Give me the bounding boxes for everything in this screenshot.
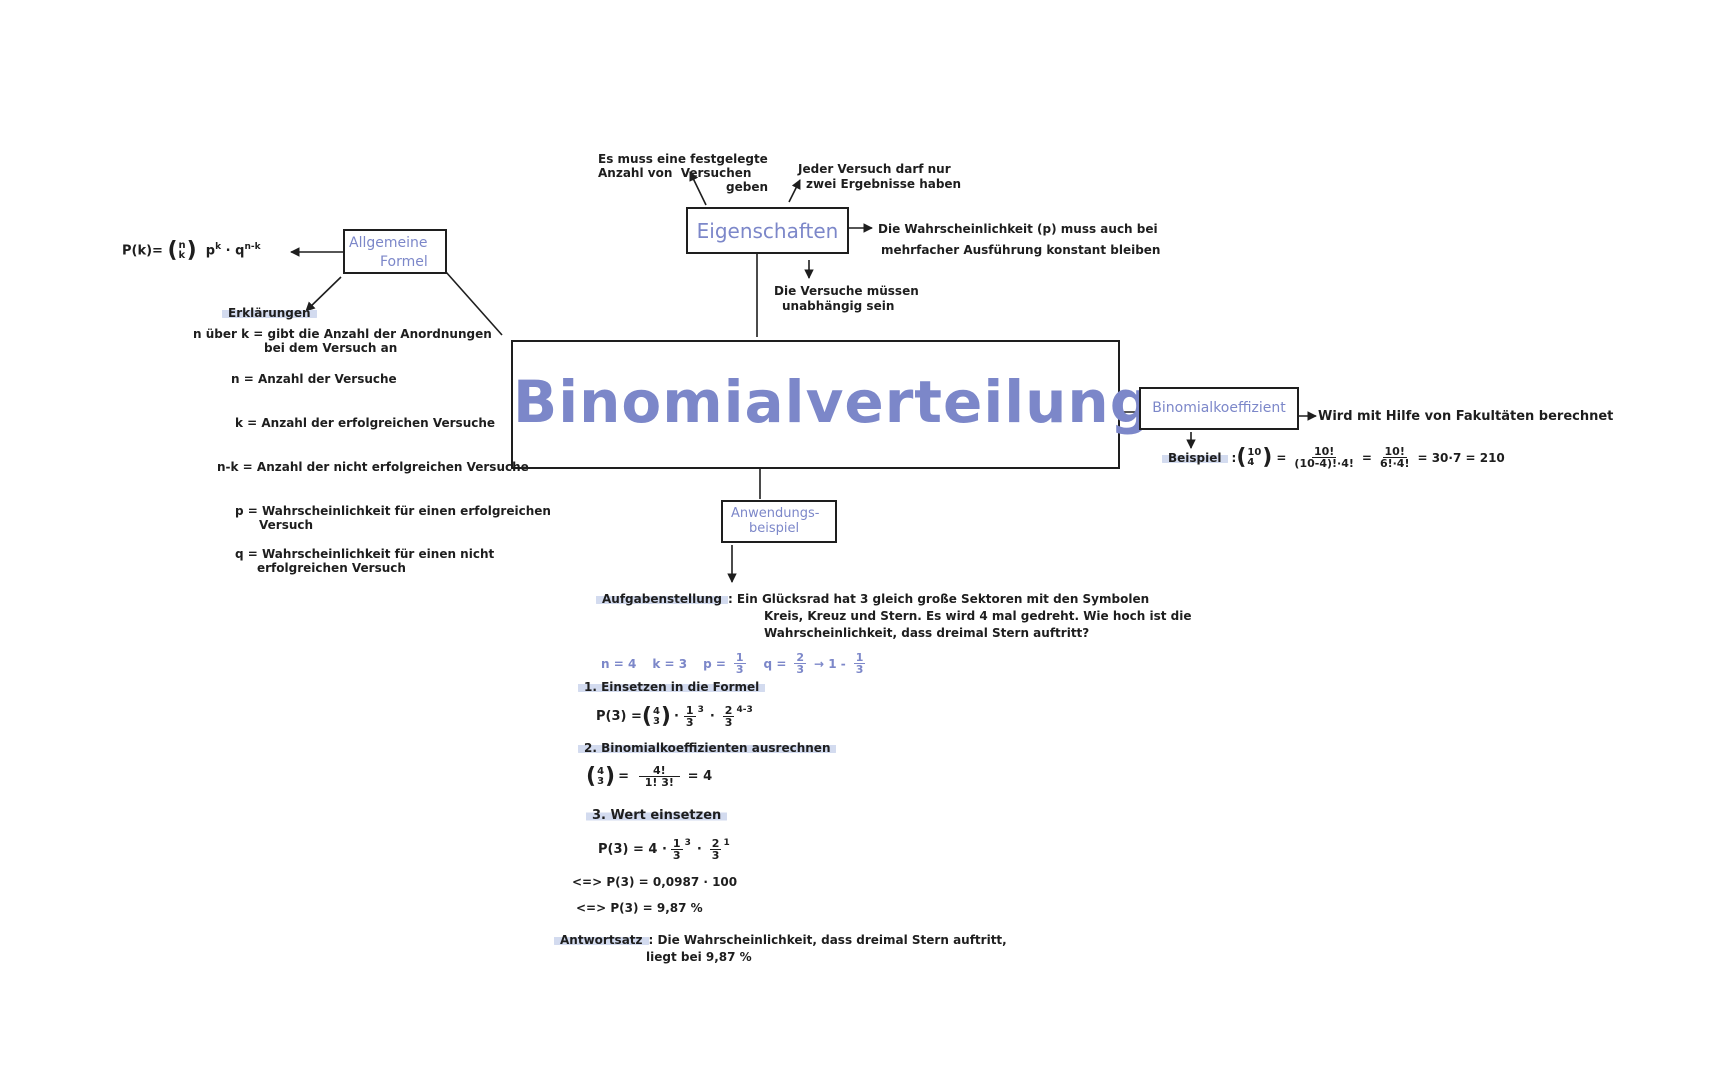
antwort-label: Antwortsatz — [554, 933, 649, 947]
step-2-label: 2. Binomialkoeffizienten ausrechnen — [578, 741, 837, 755]
explanation-item: n über k = gibt die Anzahl der Anordnung… — [193, 327, 492, 355]
beispiel-label: Beispiel — [1162, 450, 1228, 465]
center-node: Binomialverteilung — [511, 340, 1153, 469]
eigenschaften-note-below: Die Versuche müssen unabhängig sein — [774, 284, 919, 313]
allgemeine-label-1: Allgemeine — [349, 235, 428, 251]
eigenschaften-note-right: Jeder Versuch darf nur zwei Ergebnisse h… — [798, 162, 962, 191]
binomialkoeffizient-label: Binomialkoeffizient — [1152, 400, 1286, 416]
step-3-label: 3. Wert einsetzen — [586, 808, 728, 823]
binomialkoeffizient-node: Binomialkoeffizient — [1139, 387, 1299, 430]
step-1-label: 1. Einsetzen in die Formel — [578, 680, 766, 694]
erklaerungen-label: Erklärungen — [222, 306, 317, 320]
anwendung-label-2: beispiel — [749, 521, 800, 536]
eigenschaften-label: Eigenschaften — [696, 219, 839, 243]
anwendung-node: Anwendungs- beispiel — [721, 500, 837, 543]
step-3-line-3: <=> P(3) = 9,87 % — [576, 901, 703, 915]
allgemeine-formel-node: Allgemeine Formel — [343, 229, 447, 274]
center-title: Binomialverteilung — [513, 368, 1153, 436]
antwort-text: Antwortsatz: Die Wahrscheinlichkeit, das… — [554, 932, 1007, 966]
explanation-item: q = Wahrscheinlichkeit für einen nicht e… — [235, 547, 495, 575]
explanation-item: p = Wahrscheinlichkeit für einen erfolgr… — [235, 504, 551, 532]
step-3-line-2: <=> P(3) = 0,0987 · 100 — [572, 875, 738, 889]
explanation-item: k = Anzahl der erfolgreichen Versuche — [235, 416, 496, 430]
explanation-item: n-k = Anzahl der nicht erfolgreichen Ver… — [217, 460, 529, 474]
aufgabe-label: Aufgabenstellung — [596, 592, 728, 606]
binomialkoeffizient-note: Wird mit Hilfe von Fakultäten berechnet — [1318, 409, 1614, 424]
explanation-item: n = Anzahl der Versuche — [231, 372, 397, 386]
eigenschaften-note-side: Die Wahrscheinlichkeit (p) muss auch bei… — [878, 222, 1161, 257]
anwendung-label-1: Anwendungs- — [731, 506, 820, 521]
eigenschaften-node: Eigenschaften — [686, 207, 849, 254]
aufgabe-text: Aufgabenstellung: Ein Glücksrad hat 3 gl… — [596, 591, 1192, 642]
allgemeine-label-2: Formel — [380, 254, 428, 270]
eigenschaften-note-left: Es muss eine festgelegte Anzahl von Vers… — [598, 152, 768, 194]
